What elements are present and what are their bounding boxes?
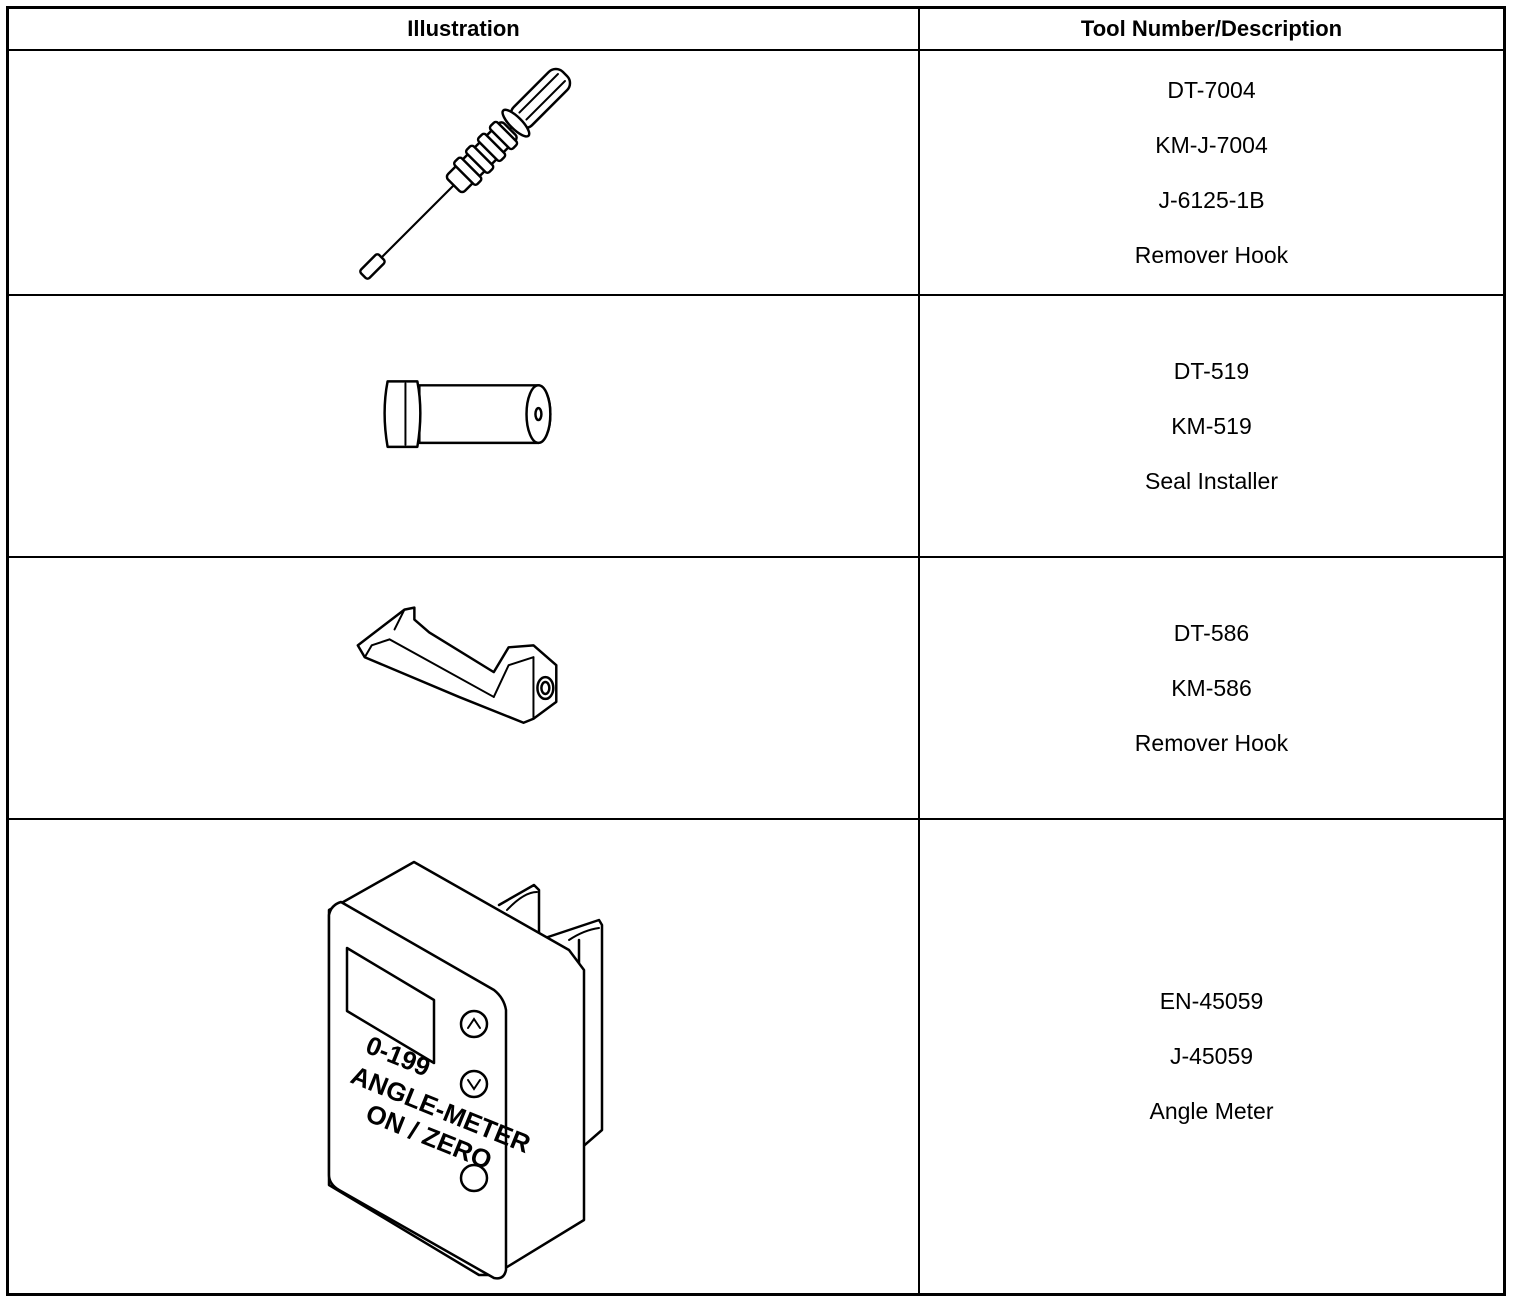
tool-number: KM-586 xyxy=(1171,674,1252,701)
table-row-4: 0-199 ANGLE-METER ON / ZERO EN-45059 J-4… xyxy=(9,820,1503,1293)
tool-number: EN-45059 xyxy=(1159,988,1264,1014)
illustration-cell: 0-199 ANGLE-METER ON / ZERO xyxy=(9,820,918,1293)
tool-number: KM-J-7004 xyxy=(1155,131,1268,158)
tool-number: KM-519 xyxy=(1171,412,1252,439)
illustration-cell xyxy=(9,558,918,818)
column-divider xyxy=(918,9,920,1293)
description-cell: DT-519 KM-519 Seal Installer xyxy=(920,296,1503,556)
tool-number: J-45059 xyxy=(1169,1043,1254,1069)
header-tool-number: Tool Number/Description xyxy=(1080,16,1343,41)
tool-number: J-6125-1B xyxy=(1158,186,1265,213)
seal-installer-illustration xyxy=(383,380,552,449)
table-header: Illustration Tool Number/Description xyxy=(9,9,1503,51)
illustration-cell xyxy=(9,296,918,556)
tool-description: Angle Meter xyxy=(1149,1098,1274,1124)
table-row-3: DT-586 KM-586 Remover Hook xyxy=(9,558,1503,820)
remover-hook-illustration xyxy=(356,606,558,724)
tool-number: DT-519 xyxy=(1173,357,1250,384)
slide-hammer-remover-illustration xyxy=(359,67,572,280)
table-row-2: DT-519 KM-519 Seal Installer xyxy=(9,296,1503,558)
tool-description: Remover Hook xyxy=(1134,241,1289,268)
tool-description: Remover Hook xyxy=(1134,729,1289,756)
description-cell: DT-586 KM-586 Remover Hook xyxy=(920,558,1503,818)
tool-number: DT-7004 xyxy=(1167,76,1256,103)
tool-table: Illustration Tool Number/Description xyxy=(6,6,1506,1296)
description-cell: DT-7004 KM-J-7004 J-6125-1B Remover Hook xyxy=(920,51,1503,294)
header-illustration: Illustration xyxy=(407,16,520,41)
tool-number: DT-586 xyxy=(1173,619,1250,646)
tool-description: Seal Installer xyxy=(1145,467,1278,494)
description-cell: EN-45059 J-45059 Angle Meter xyxy=(920,820,1503,1293)
table-row-1: DT-7004 KM-J-7004 J-6125-1B Remover Hook xyxy=(9,51,1503,296)
illustration-cell xyxy=(9,51,918,294)
angle-meter-illustration: 0-199 ANGLE-METER ON / ZERO xyxy=(327,860,604,1280)
